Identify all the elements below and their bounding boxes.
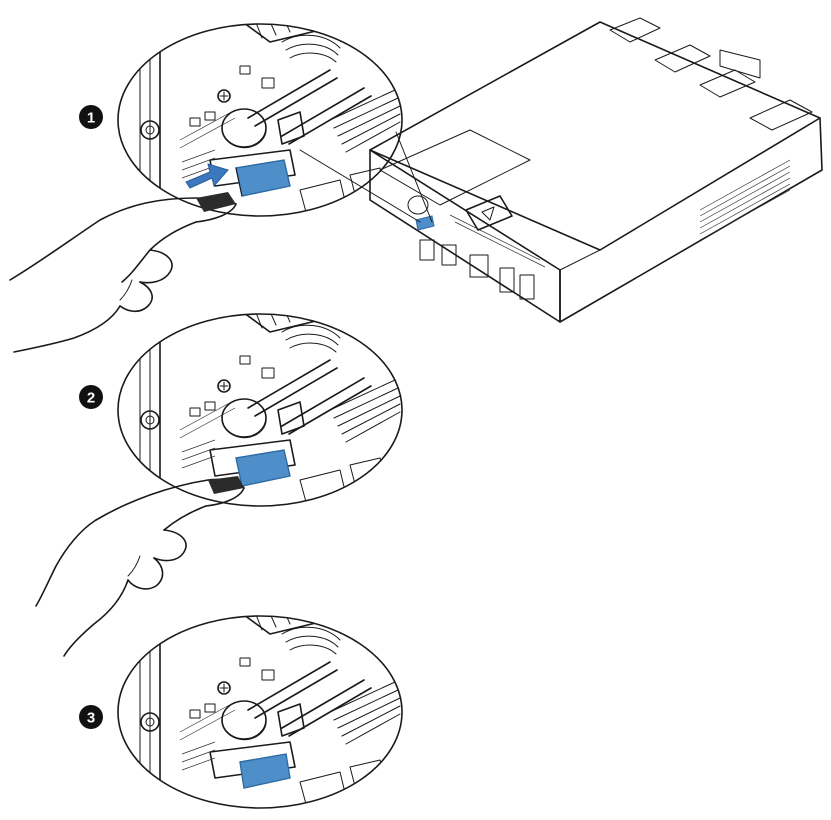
step-badge-2: 2 <box>79 385 103 409</box>
sd-card-in-module <box>416 216 434 230</box>
sd-card-held <box>196 192 236 212</box>
magnifier-step-3 <box>118 602 402 808</box>
fingertip-push <box>208 476 244 494</box>
hand-step-1 <box>10 192 236 352</box>
side-vents <box>700 160 790 240</box>
svg-text:3: 3 <box>87 710 95 727</box>
sd-card <box>236 450 290 486</box>
step-badge-1: 1 <box>79 105 103 129</box>
magnifier-step-2 <box>118 300 402 506</box>
svg-text:2: 2 <box>87 390 95 407</box>
controller-module <box>300 18 822 322</box>
step-badge-3: 3 <box>79 705 103 729</box>
hand-step-2 <box>36 476 244 656</box>
svg-text:1: 1 <box>87 110 95 127</box>
sd-card <box>236 160 290 196</box>
sd-card-seated <box>240 754 290 788</box>
